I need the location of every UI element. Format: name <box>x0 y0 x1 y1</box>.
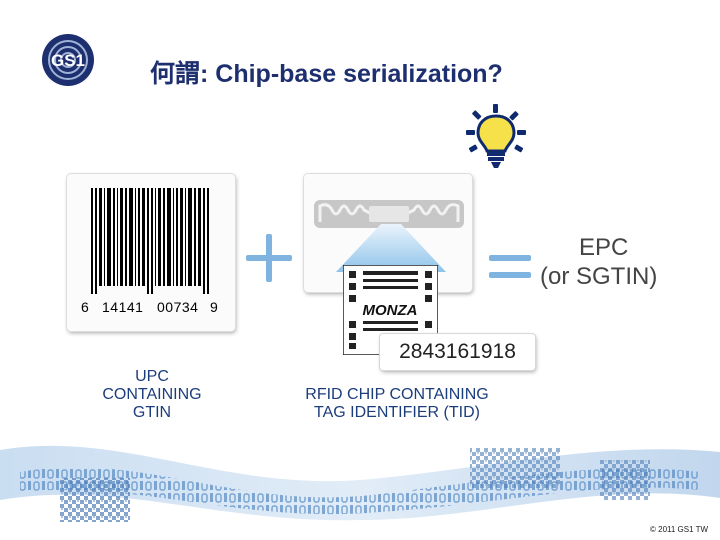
tid-value-box: 2843161918 <box>380 334 535 370</box>
rfid-caption-line: TAG IDENTIFIER (TID) <box>314 404 480 421</box>
light-bulb-icon <box>466 104 526 168</box>
result-epc: EPC <box>579 234 629 261</box>
decorative-footer-band <box>0 445 720 522</box>
chip-zoom-beam <box>336 224 446 272</box>
copyright-text: © 2011 GS1 TW <box>650 525 709 534</box>
logo-text: GS1 <box>51 51 85 70</box>
page-title: 何謂: Chip-base serialization? <box>150 60 503 88</box>
rfid-caption: RFID CHIP CONTAINING TAG IDENTIFIER (TID… <box>296 386 498 422</box>
chip-brand-label: MONZA <box>363 302 418 319</box>
barcode-digits-right: 00734 <box>157 299 199 315</box>
upc-caption-line: GTIN <box>132 404 172 421</box>
equals-icon <box>489 255 531 278</box>
gs1-logo-icon: GS1 <box>42 34 94 86</box>
rfid-caption-line: RFID CHIP CONTAINING <box>305 386 489 403</box>
upc-caption-line: UPC <box>135 368 169 385</box>
result-sgtin: (or SGTIN) <box>540 263 658 290</box>
barcode-digit-prefix: 6 <box>81 299 90 315</box>
rfid-antenna-image <box>314 200 464 228</box>
plus-icon <box>246 234 292 282</box>
barcode-digit-check: 9 <box>210 299 219 315</box>
barcode-image <box>91 188 209 294</box>
barcode-digits-left: 14141 <box>102 299 144 315</box>
upc-caption: UPC CONTAINING GTIN <box>96 368 208 422</box>
upc-caption-line: CONTAINING <box>102 386 202 403</box>
